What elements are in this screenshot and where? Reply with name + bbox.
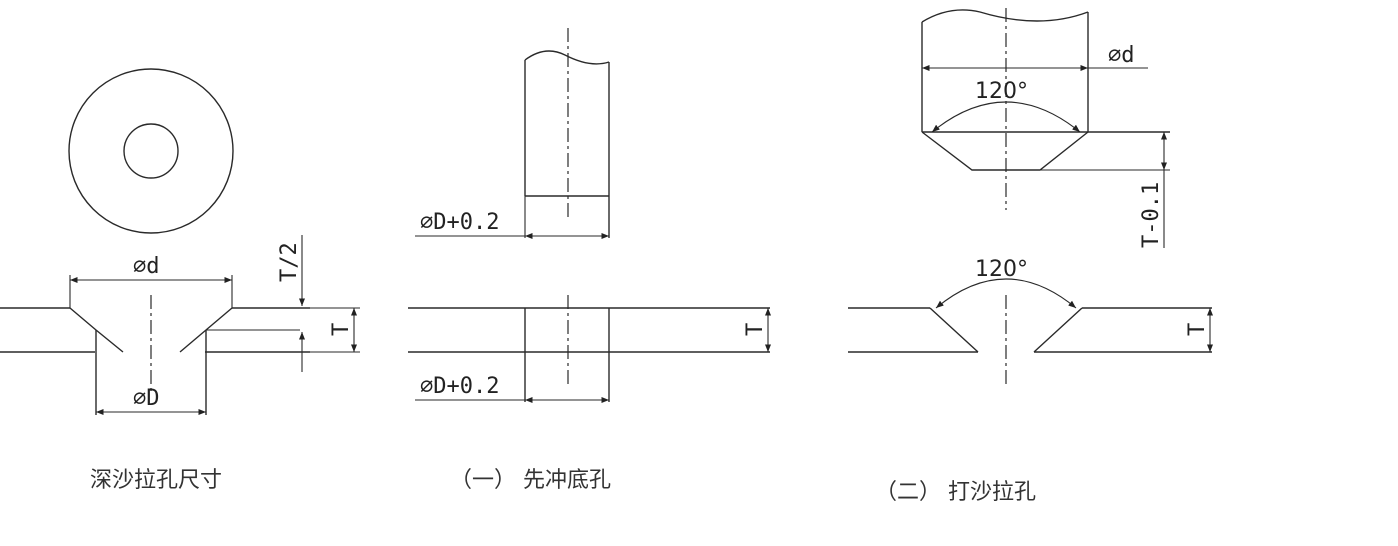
dim-top-label: ∅D+0.2 — [420, 210, 499, 235]
dim-T-label: T — [743, 323, 768, 336]
figure1-countersink: ∅d ∅D T/2 T — [0, 68, 360, 416]
figure2-caption: （一） 先冲底孔 — [450, 468, 611, 493]
dim-d-label: ∅d — [133, 254, 160, 279]
dim-T-label: T — [329, 323, 354, 336]
dim-T-minus-label: T-0.1 — [1139, 182, 1164, 248]
figure2-prepunch: ∅D+0.2 ∅D+0.2 T — [408, 28, 772, 404]
figure1-caption: 深沙拉孔尺寸 — [90, 468, 223, 493]
figure3-countersink-punch: ∅d 120° T-0.1 120° T — [848, 8, 1214, 385]
dim-T-half-label: T/2 — [277, 242, 302, 282]
angle-bottom-label: 120° — [975, 257, 1028, 282]
figure3-caption: （二） 打沙拉孔 — [875, 480, 1036, 505]
angle-top-label: 120° — [975, 79, 1028, 104]
dim-bottom-label: ∅D+0.2 — [420, 374, 499, 399]
dim-D-label: ∅D — [133, 386, 160, 411]
outer-circle — [68, 68, 234, 234]
inner-circle — [123, 123, 179, 179]
dim-T-label: T — [1185, 323, 1210, 336]
dim-d-label: ∅d — [1108, 43, 1135, 68]
